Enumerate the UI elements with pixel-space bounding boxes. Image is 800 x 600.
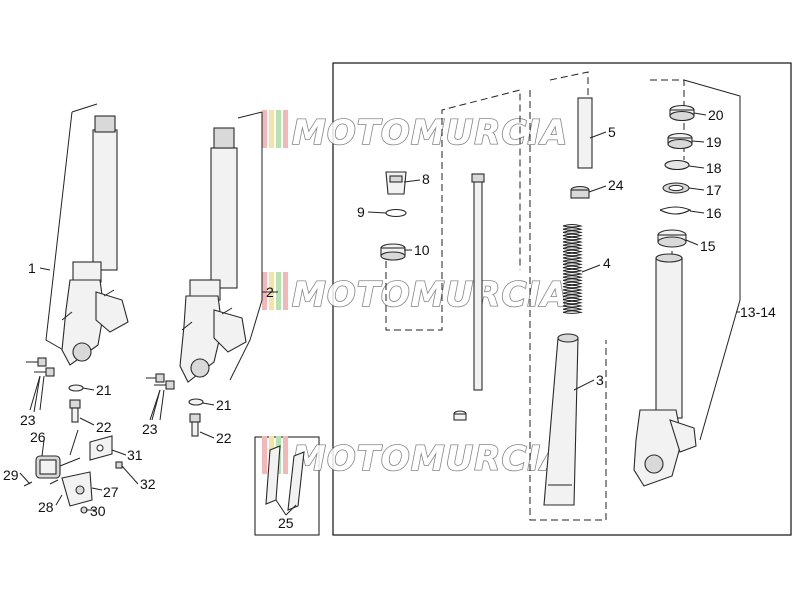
callout-3: 3 [596,372,604,388]
callout-16: 16 [706,205,722,221]
spring-coil [562,236,583,241]
spring-coil [562,243,583,247]
seal-15 [657,229,687,248]
spring-coil [562,300,583,305]
spring-coil [562,304,583,308]
dashed-guide-middle [529,71,607,521]
spring-coil [562,227,583,231]
circlip [659,206,692,215]
ring-18 [664,159,690,171]
callout-32: 32 [140,476,156,492]
callout-10: 10 [414,242,430,258]
hardware-left [26,357,84,423]
spring-coil [562,265,583,270]
spring-coil [562,310,583,314]
callout-29: 29 [3,467,19,483]
callout-21-right: 21 [216,397,232,413]
watermark-text: MOTOMURCIA [292,275,568,315]
spring-coil [562,288,583,292]
callout-27: 27 [103,484,119,500]
fork-spring [562,224,583,314]
detail-frame [332,62,792,536]
spring-coil [562,278,583,282]
spring-coil [562,272,583,276]
spring-coil [562,307,583,311]
dashed-guide-left [385,89,521,331]
callout-8: 8 [422,171,430,187]
fork-outer-leg [633,79,741,487]
fork-slider [543,333,579,506]
callout-31: 31 [127,447,143,463]
top-cap [385,171,407,195]
fork-leg-right [179,111,263,383]
spring-coil [562,294,583,298]
ring-20 [669,104,695,122]
callout-24: 24 [608,177,624,193]
callout-4: 4 [603,255,611,271]
spring-coil [562,246,583,250]
callout-1: 1 [28,260,36,276]
spring-coil [562,256,583,260]
spring-coil [562,240,583,244]
fork-leg-left [45,103,129,366]
watermark-text: MOTOMURCIA [292,439,568,479]
spring-coil [562,262,583,266]
spring-coil [562,284,583,289]
watermark-text: MOTOMURCIA [292,113,568,153]
callout-20: 20 [708,107,724,123]
callout-22-left: 22 [96,419,112,435]
spring-coil [562,259,583,263]
callout-25: 25 [278,515,294,531]
spring-coil [562,233,583,238]
callout-9: 9 [357,204,365,220]
callout-21-left: 21 [96,382,112,398]
spring-coil [562,252,583,257]
callout-15: 15 [700,238,716,254]
leader-lines [19,112,740,516]
spring-coil [562,249,583,254]
callout-13-14: 13-14 [740,304,776,320]
spring-coil [562,275,583,279]
ring-17 [662,182,690,194]
callout-18: 18 [706,160,722,176]
fork-tool [265,445,305,511]
spacer-tube [577,97,593,169]
callout-26: 26 [30,429,46,445]
callout-28: 28 [38,499,54,515]
ring-19 [667,132,693,150]
watermark-top: MOTOMURCIA [262,110,568,154]
bush [380,243,406,261]
spring-coil [562,297,583,302]
callout-30: 30 [90,503,106,519]
spring-seat [570,185,590,199]
callout-23-right: 23 [142,421,158,437]
callout-17: 17 [706,182,722,198]
spring-coil [562,224,583,228]
o-ring [385,208,407,218]
callout-2: 2 [266,284,274,300]
spring-coil [562,230,583,234]
spring-coil [562,268,583,273]
callout-23-left: 23 [20,412,36,428]
watermark-middle: MOTOMURCIA [262,272,568,316]
damper-rod [453,173,485,421]
sensor-assembly [23,429,123,514]
callout-22-right: 22 [216,430,232,446]
callout-19: 19 [706,134,722,150]
spring-coil [562,281,583,286]
callout-5: 5 [608,124,616,140]
watermark-bottom: MOTOMURCIA [262,436,568,480]
spring-coil [562,291,583,295]
